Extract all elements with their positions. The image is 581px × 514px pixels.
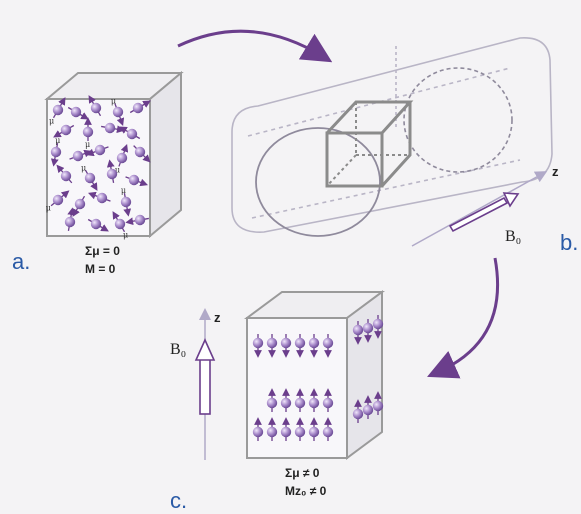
random-spin: μ [115, 143, 129, 174]
random-spin [133, 145, 151, 163]
curved-arrow-b-to-c [427, 257, 500, 379]
spin-up [266, 417, 278, 441]
scanner-b0-axis [411, 171, 548, 247]
c-z-label: z [214, 310, 221, 325]
c-b0-label: B₀ [170, 341, 187, 358]
random-spin: μ [50, 136, 62, 167]
panel-label-c: c. [170, 488, 188, 513]
equation-c-magnetization: Mz₀ ≠ 0 [285, 484, 327, 498]
mu-label: μ [49, 116, 54, 125]
random-spin [72, 195, 86, 217]
curved-arrow-a-to-b [177, 29, 333, 63]
random-spin: μ [46, 190, 70, 213]
random-spin [64, 207, 76, 231]
cube-random-spins: μ μ μ μ μ μ μ μ μ [44, 70, 184, 239]
spin-down [280, 334, 292, 358]
random-spin: μ [82, 117, 94, 149]
spin-down [252, 334, 264, 358]
scanner-z-label: z [552, 164, 559, 179]
random-spin [85, 144, 109, 157]
b0-field-arrow [194, 308, 216, 460]
random-spin [125, 214, 149, 226]
side-spin [362, 395, 374, 419]
spin-up [308, 388, 320, 412]
panel-label-b: b. [560, 230, 579, 255]
random-spin [56, 164, 73, 184]
random-spin: μ [81, 164, 98, 191]
random-spin: μ [111, 97, 125, 127]
random-spin [101, 122, 125, 134]
mu-label: μ [46, 204, 51, 213]
spin-down [294, 334, 306, 358]
random-spin [69, 149, 93, 162]
spin-down [308, 334, 320, 358]
random-spin [88, 95, 102, 117]
side-spin [372, 315, 384, 339]
random-spin [53, 124, 75, 138]
equation-a-magnetization: M = 0 [85, 262, 116, 276]
random-spin [67, 106, 89, 120]
random-spin: μ [49, 97, 66, 125]
scanner-bore [231, 37, 553, 237]
cube-aligned-spins [243, 290, 386, 460]
side-spin [352, 321, 364, 345]
mu-label: μ [55, 136, 60, 145]
mu-label: μ [123, 230, 128, 239]
spin-up [252, 417, 264, 441]
side-spin [352, 399, 364, 423]
side-spin [372, 391, 384, 415]
spin-up [280, 417, 292, 441]
panel-label-a: a. [12, 249, 31, 274]
scanner-b0-label: B₀ [505, 228, 522, 245]
spin-up [294, 388, 306, 412]
random-spin [87, 191, 111, 204]
random-spin [129, 100, 151, 114]
side-spin [362, 319, 374, 343]
random-spin [125, 174, 149, 187]
random-spin [87, 218, 109, 232]
mu-label: μ [121, 186, 126, 195]
equation-c-sum: Σμ ≠ 0 [285, 466, 320, 480]
spin-up [280, 388, 292, 412]
mu-label: μ [115, 165, 120, 174]
scanner-voxel [325, 100, 414, 188]
spin-down [322, 334, 334, 358]
spin-up [308, 417, 320, 441]
mu-label: μ [111, 97, 116, 106]
random-spin: μ [120, 186, 132, 217]
spin-down [266, 334, 278, 358]
random-spin [119, 126, 141, 140]
mu-label: μ [85, 140, 90, 149]
equation-a-sum: Σμ = 0 [85, 244, 120, 258]
random-spin: μ [112, 211, 128, 239]
spin-up [294, 417, 306, 441]
spin-up [322, 417, 334, 441]
spin-up [266, 388, 278, 412]
random-spin [106, 159, 118, 183]
mu-label: μ [81, 164, 86, 173]
spin-up [322, 388, 334, 412]
